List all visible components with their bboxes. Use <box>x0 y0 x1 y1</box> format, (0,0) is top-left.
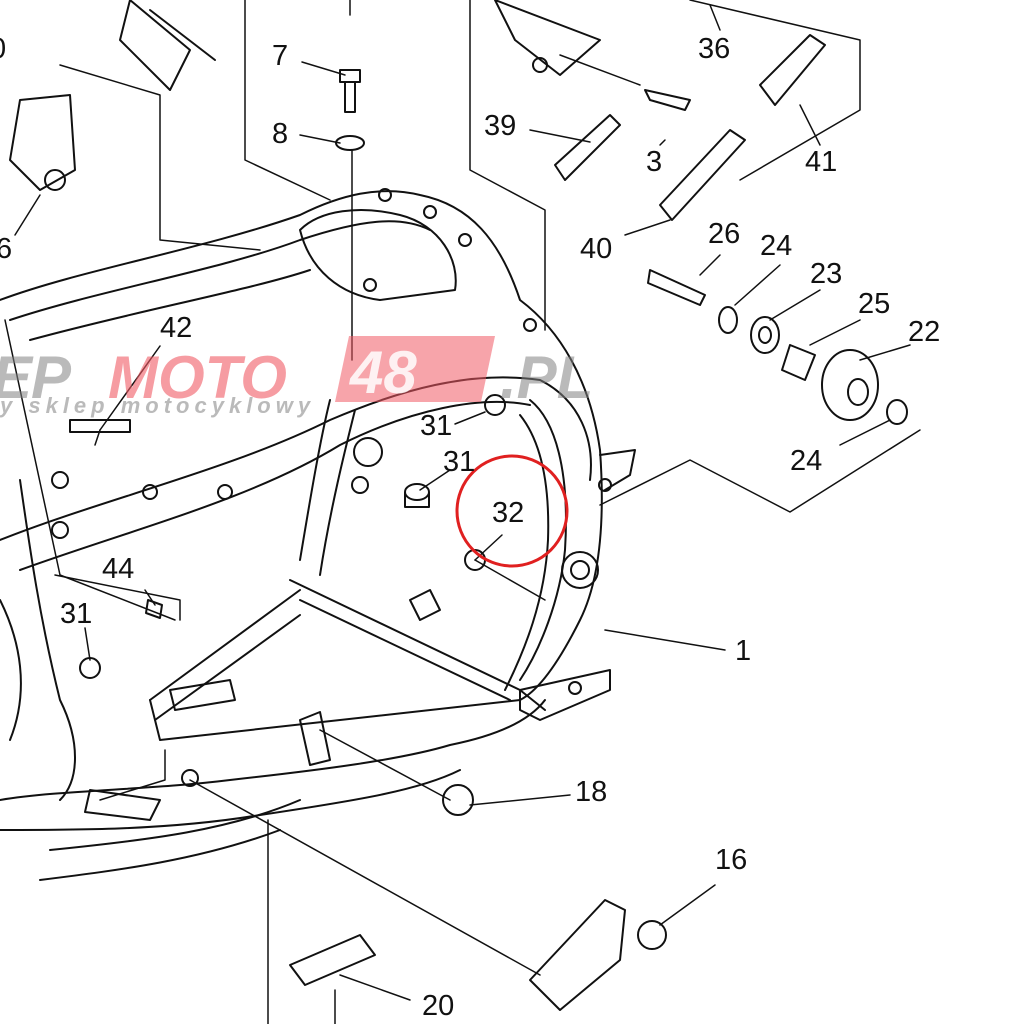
part-label-0[interactable]: 0 <box>0 35 6 64</box>
watermark-brand: MOTO <box>108 344 287 411</box>
highlight-circle <box>455 454 569 568</box>
part-label-6[interactable]: 6 <box>0 233 13 265</box>
leader-lines <box>4 4 911 1024</box>
part-label-18[interactable]: 18 <box>575 776 608 808</box>
part-label-40[interactable]: 40 <box>580 233 613 265</box>
watermark-number: 48 <box>350 339 417 406</box>
part-label-3[interactable]: 3 <box>646 146 663 178</box>
part-label-31-lower[interactable]: 31 <box>60 598 93 630</box>
part-label-41[interactable]: 41 <box>805 146 838 178</box>
small-parts <box>9 0 908 1011</box>
watermark-prefix: EP <box>0 344 71 411</box>
part-label-16[interactable]: 16 <box>715 844 748 876</box>
part-label-36[interactable]: 36 <box>698 33 731 65</box>
watermark-suffix: .PL <box>500 344 594 411</box>
part-label-20[interactable]: 20 <box>422 990 455 1022</box>
part-label-31-middle[interactable]: 31 <box>443 446 476 478</box>
part-label-1[interactable]: 1 <box>735 635 752 667</box>
part-label-8[interactable]: 8 <box>272 118 289 150</box>
frame-body <box>0 188 636 881</box>
part-label-44[interactable]: 44 <box>102 553 135 585</box>
part-label-24-bottom[interactable]: 24 <box>790 445 823 477</box>
part-label-24-top[interactable]: 24 <box>760 230 793 262</box>
part-label-32[interactable]: 32 <box>492 497 525 529</box>
part-label-23[interactable]: 23 <box>810 258 843 290</box>
part-label-22[interactable]: 22 <box>908 316 941 348</box>
part-label-26[interactable]: 26 <box>708 218 741 250</box>
part-label-31-upper[interactable]: 31 <box>420 410 453 442</box>
watermark-tagline: y sklep motocyklowy <box>0 393 316 418</box>
part-label-25[interactable]: 25 <box>858 288 891 320</box>
part-label-39[interactable]: 39 <box>484 110 517 142</box>
part-label-7[interactable]: 7 <box>272 40 289 72</box>
group-brackets <box>54 0 921 801</box>
part-label-42[interactable]: 42 <box>160 312 193 344</box>
